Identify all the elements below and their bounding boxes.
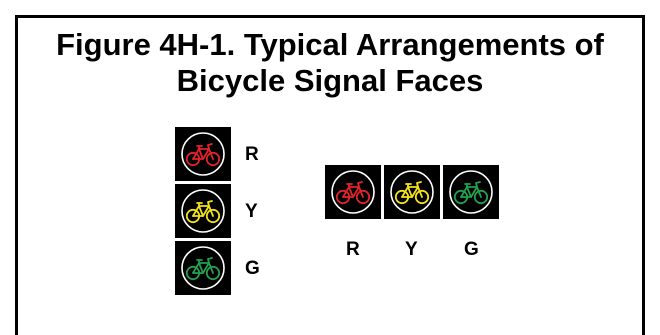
title-line-1: Figure 4H-1. Typical Arrangements of bbox=[56, 27, 604, 62]
vertical-red-signal-face bbox=[175, 127, 231, 181]
vertical-label-y: Y bbox=[245, 201, 258, 222]
signal-lens-ring bbox=[449, 170, 493, 214]
signal-lens-ring bbox=[181, 246, 225, 290]
vertical-yellow-signal-face bbox=[175, 184, 231, 238]
horizontal-label-r: R bbox=[346, 239, 360, 260]
bicycle-symbol bbox=[394, 181, 430, 205]
bicycle-symbol bbox=[185, 200, 221, 224]
bicycle-symbol bbox=[335, 181, 371, 205]
title-line-2: Bicycle Signal Faces bbox=[176, 63, 484, 98]
bicycle-icon bbox=[449, 170, 493, 214]
bicycle-icon bbox=[181, 189, 225, 233]
bicycle-symbol bbox=[185, 257, 221, 281]
signal-lens-ring bbox=[181, 132, 225, 176]
bicycle-icon bbox=[390, 170, 434, 214]
figure-frame bbox=[15, 15, 645, 335]
bicycle-symbol bbox=[453, 181, 489, 205]
figure-title: Figure 4H-1. Typical Arrangements of Bic… bbox=[15, 27, 645, 99]
horizontal-green-signal-face bbox=[443, 165, 499, 219]
signal-lens-ring bbox=[390, 170, 434, 214]
vertical-label-g: G bbox=[245, 258, 260, 279]
horizontal-label-y: Y bbox=[405, 239, 418, 260]
signal-lens-ring bbox=[331, 170, 375, 214]
horizontal-yellow-signal-face bbox=[384, 165, 440, 219]
signal-lens-ring bbox=[181, 189, 225, 233]
vertical-green-signal-face bbox=[175, 241, 231, 295]
bicycle-icon bbox=[331, 170, 375, 214]
vertical-label-r: R bbox=[245, 144, 259, 165]
bicycle-icon bbox=[181, 132, 225, 176]
horizontal-red-signal-face bbox=[325, 165, 381, 219]
bicycle-icon bbox=[181, 246, 225, 290]
bicycle-symbol bbox=[185, 143, 221, 167]
horizontal-label-g: G bbox=[464, 239, 479, 260]
